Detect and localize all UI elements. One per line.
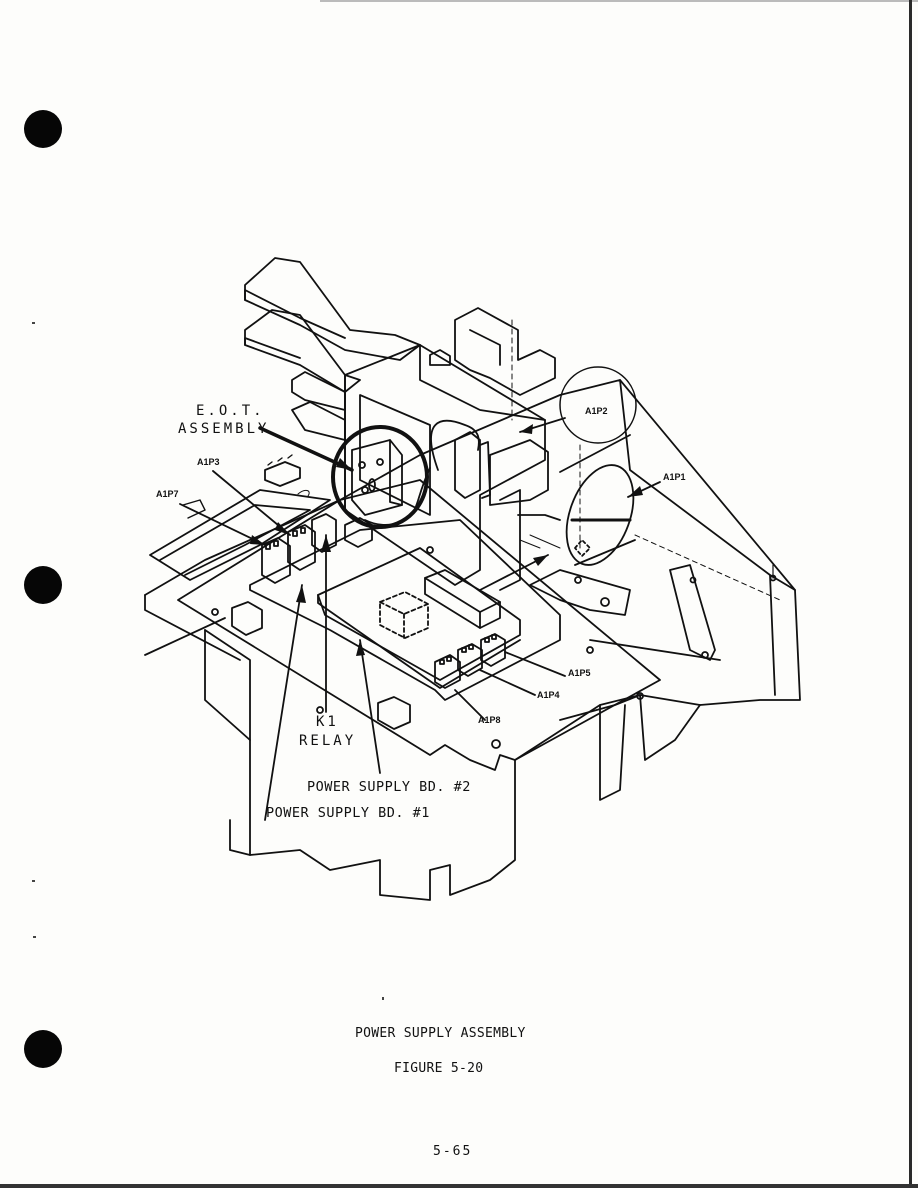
label-a1p2: A1P2 <box>585 406 608 416</box>
label-eot-line1: E.O.T. <box>196 403 265 419</box>
binder-hole-bottom <box>24 1030 62 1068</box>
figure-number: FIGURE 5-20 <box>394 1061 484 1076</box>
right-scan-edge <box>909 0 912 1188</box>
label-a1p4: A1P4 <box>537 690 560 700</box>
leader-psb2 <box>359 639 381 774</box>
scan-speck <box>33 936 36 938</box>
mounting-plate <box>177 479 661 771</box>
figure-title: POWER SUPPLY ASSEMBLY <box>355 1026 526 1041</box>
connectors-a1p4-a1p5-a1p8 <box>434 633 506 689</box>
page-number: 5-65 <box>433 1144 473 1159</box>
motor-end <box>565 464 635 566</box>
leader-a1p4 <box>479 669 536 696</box>
slider-link <box>669 564 716 661</box>
label-a1p3: A1P3 <box>197 457 220 467</box>
upper-frame <box>344 344 546 586</box>
a1p2-callout-circle <box>559 366 637 444</box>
leader-left-clip <box>144 617 226 656</box>
leader-a1p5 <box>504 651 566 677</box>
label-a1p8: A1P8 <box>478 715 501 725</box>
rear-bracket <box>454 307 556 396</box>
harness-block <box>489 439 549 506</box>
leader-a1p8 <box>454 689 486 721</box>
binder-hole-middle <box>24 566 62 604</box>
top-scan-edge <box>320 0 918 2</box>
label-a1p7: A1P7 <box>156 489 179 499</box>
leader-eot <box>258 426 354 472</box>
label-relay: RELAY <box>299 733 357 749</box>
clip-left <box>231 601 263 636</box>
cam-plate <box>529 569 631 616</box>
wire-loop <box>430 419 480 471</box>
power-supply-board-1 <box>249 519 561 701</box>
guide-arm-3 <box>291 371 346 411</box>
leader-psb1 <box>264 584 303 821</box>
clip-front <box>377 696 411 730</box>
leader-a1p7 <box>179 503 266 546</box>
lower-housing <box>204 629 516 901</box>
label-eot-line2: ASSEMBLY <box>178 421 270 437</box>
resistor-cluster <box>264 461 301 487</box>
scan-speck <box>32 880 35 882</box>
tray-edge <box>144 594 241 661</box>
connectors-a1p3-a1p7-k1 <box>261 513 373 584</box>
label-power-supply-bd-2: POWER SUPPLY BD. #2 <box>307 779 471 795</box>
guide-arm-2 <box>244 309 361 393</box>
label-power-supply-bd-1: POWER SUPPLY BD. #1 <box>266 805 430 821</box>
binder-hole-top <box>24 110 62 148</box>
chassis-back-wall <box>619 379 796 591</box>
guide-arm-1 <box>244 257 421 361</box>
label-k1: K1 <box>316 714 339 730</box>
scan-speck <box>32 322 35 324</box>
label-a1p1: A1P1 <box>663 472 686 482</box>
motor-body <box>559 434 636 566</box>
alignment-line <box>511 319 781 601</box>
power-supply-board-2 <box>317 547 521 681</box>
component-block <box>424 569 501 629</box>
bottom-scan-edge <box>0 1184 918 1188</box>
label-a1p5: A1P5 <box>568 668 591 678</box>
scan-speck <box>382 997 384 1000</box>
eot-highlight-circle <box>331 425 429 529</box>
